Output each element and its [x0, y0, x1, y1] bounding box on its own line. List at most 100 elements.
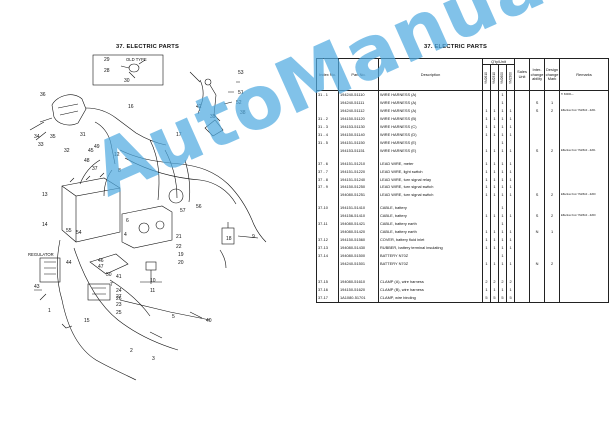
cell-qty [482, 99, 491, 108]
cell-description: RUBBER, battery terminal insulating [378, 243, 483, 252]
callout-number: 20 [178, 260, 184, 266]
callout-number: 54 [76, 230, 82, 236]
cell-qty: 5 [482, 293, 491, 303]
cell-part-no: 194240-51110 [338, 90, 379, 100]
callout-number: 32 [64, 148, 70, 154]
cell-qty: 1 [505, 130, 516, 139]
cell-qty: 1 [505, 175, 516, 184]
cell-sales-unit [514, 259, 531, 268]
cell-remarks [559, 228, 610, 237]
cell-qty: 2 [505, 278, 516, 286]
cell-description: CLAMP (A), wire harness [378, 278, 483, 286]
cell-remarks [559, 130, 610, 139]
callout-number: 27 [116, 294, 122, 300]
cell-sales-unit [514, 159, 531, 168]
cell-qty: 1 [505, 285, 516, 294]
cell-qty: 1 [505, 212, 516, 221]
cell-description: LEAD WIRE, turn signal switch [378, 183, 483, 192]
callout-number: 55 [66, 228, 72, 234]
cell-part-no: 1A1080-51701 [338, 293, 379, 303]
callout-number: 6 [126, 218, 129, 224]
header-qty: Q'ty/Unit [481, 57, 516, 66]
callout-number: 22 [176, 244, 182, 250]
cell-remarks: Ti 63000— [559, 90, 610, 100]
callout-number: 7 [110, 282, 113, 288]
cell-part-no: 194151-51210 [338, 159, 379, 168]
callout-number: 40 [206, 318, 212, 324]
callout-number: 5 [172, 314, 175, 320]
cell-qty: 1 [482, 130, 491, 139]
cell-qty: 1 [498, 130, 507, 139]
cell-part-no: 194080-51500 [338, 251, 379, 260]
cell-design-change [544, 243, 561, 252]
callout-number: 34 [34, 134, 40, 140]
cell-part-no: 194240-51501 [338, 259, 379, 268]
cell-part-no: 194151-51150 [338, 138, 379, 147]
cell-interchange [529, 115, 546, 123]
cell-qty [505, 204, 516, 213]
cell-remarks: Effective from YM2610→3201 [559, 107, 610, 116]
cell-qty: 1 [490, 146, 499, 155]
cell-index [316, 259, 339, 268]
cell-part-no: 194150-51250 [338, 183, 379, 192]
parts-list-page: 37. ELECTRIC PARTS Index No. Part No. De… [306, 0, 612, 432]
callout-number: 37 [92, 166, 98, 172]
cell-qty: 1 [505, 183, 516, 192]
cell-index [316, 107, 339, 116]
cell-qty: 1 [498, 236, 507, 244]
cell-qty: 1 [482, 228, 491, 237]
cell-qty: 1 [482, 159, 491, 168]
cell-sales-unit [514, 212, 531, 221]
cell-sales-unit [514, 243, 531, 252]
cell-index: 31 - 3 [316, 122, 339, 131]
cell-description: WIRE HARNESS (B) [378, 115, 483, 123]
cell-design-change: 2 [544, 212, 561, 221]
cell-interchange [529, 293, 546, 303]
cell-remarks [559, 285, 610, 294]
callout-number: 25 [116, 310, 122, 316]
parts-list-title: 37. ELECTRIC PARTS [424, 44, 488, 50]
cell-interchange: N [529, 259, 546, 268]
cell-qty: 1 [490, 175, 499, 184]
cell-description: WIRE HARNESS (E) [378, 146, 483, 155]
cell-interchange: S [529, 99, 546, 108]
cell-qty: 1 [490, 285, 499, 294]
cell-qty [482, 251, 491, 260]
header-description: Description [378, 57, 483, 92]
cell-part-no: 194080-51251 [338, 191, 379, 200]
callout-number: 35 [50, 134, 56, 140]
cell-sales-unit [514, 175, 531, 184]
callout-number: 57 [180, 208, 186, 214]
cell-qty: 1 [482, 212, 491, 221]
cell-sales-unit [514, 107, 531, 116]
cell-qty [482, 138, 491, 147]
cell-design-change [544, 115, 561, 123]
cell-interchange [529, 236, 546, 244]
cell-sales-unit [514, 90, 531, 100]
cell-design-change [544, 159, 561, 168]
cell-qty: 1 [490, 115, 499, 123]
spacer-row [316, 199, 610, 205]
cell-index: 31 - 2 [316, 115, 339, 123]
cell-part-no: 194150-51140 [338, 130, 379, 139]
cell-qty: 1 [498, 138, 507, 147]
cell-sales-unit [514, 115, 531, 123]
cell-remarks [559, 159, 610, 168]
cell-qty: 1 [482, 115, 491, 123]
cell-interchange [529, 204, 546, 213]
cell-remarks [559, 278, 610, 286]
callout-number: 56 [196, 204, 202, 210]
cell-qty: 1 [505, 243, 516, 252]
cell-remarks [559, 204, 610, 213]
callout-number: 39 [210, 114, 216, 120]
callout-number: 30 [124, 78, 130, 84]
cell-remarks [559, 251, 610, 260]
cell-remarks [559, 236, 610, 244]
cell-qty: 1 [505, 191, 516, 200]
